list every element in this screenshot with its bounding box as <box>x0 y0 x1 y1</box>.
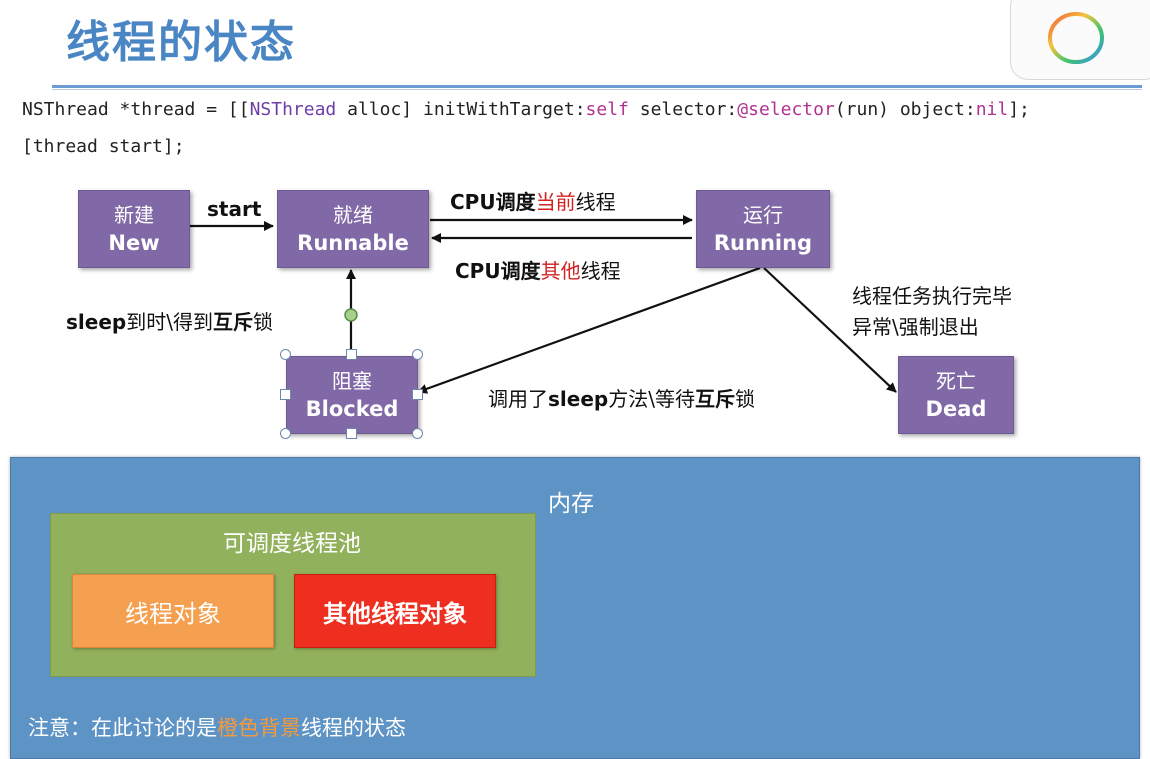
code-keyword: @selector <box>737 99 835 120</box>
other-thread-object-box: 其他线程对象 <box>294 574 496 648</box>
state-dead: 死亡 Dead <box>898 356 1014 434</box>
arrow-running-to-dead <box>763 267 897 393</box>
code-text: ]; <box>1008 99 1030 120</box>
code-keyword: self <box>585 99 629 120</box>
selection-handle[interactable] <box>412 349 423 360</box>
code-text: alloc] initWithTarget: <box>336 99 586 120</box>
state-dead-en: Dead <box>925 397 987 421</box>
label-text: 方法\等待 <box>608 387 695 411</box>
note-text: 注意：在此讨论的是橙色背景线程的状态 <box>28 712 406 742</box>
code-text: selector: <box>628 99 738 120</box>
code-line-1: NSThread *thread = [[NSThread alloc] ini… <box>22 99 1030 120</box>
label-block: 调用了sleep方法\等待互斥锁 <box>488 383 755 412</box>
label-finish-line2: 异常\强制退出 <box>852 311 979 340</box>
selection-handle[interactable] <box>412 428 423 439</box>
selection-handle[interactable] <box>280 349 291 360</box>
selection-handle[interactable] <box>280 389 291 400</box>
state-blocked[interactable]: 阻塞 Blocked <box>286 356 418 434</box>
state-new: 新建 New <box>78 190 190 268</box>
label-wake: sleep到时\得到互斥锁 <box>66 306 273 335</box>
thread-object-box: 线程对象 <box>72 574 274 648</box>
state-runnable-en: Runnable <box>297 231 409 255</box>
title-divider-secondary <box>52 89 1142 90</box>
state-runnable-cn: 就绪 <box>333 203 373 227</box>
code-text: NSThread *thread = [[ <box>22 99 250 120</box>
note-suffix: 线程的状态 <box>301 716 406 740</box>
code-text: (run) object: <box>834 99 976 120</box>
code-class: NSThread <box>249 99 337 120</box>
label-text: 锁 <box>734 387 755 411</box>
label-text: 调用了 <box>488 387 548 411</box>
label-text: CPU调度 <box>450 190 536 214</box>
state-new-en: New <box>108 231 160 255</box>
memory-title: 内存 <box>548 491 594 517</box>
note-highlight: 橙色背景 <box>217 716 301 740</box>
code-keyword: nil <box>975 99 1009 120</box>
label-text: 锁 <box>252 310 273 334</box>
code-line-2: [thread start]; <box>22 136 185 157</box>
selection-handle[interactable] <box>346 428 357 439</box>
connector-handle <box>344 308 358 322</box>
label-text: 到时\得到 <box>126 310 213 334</box>
slide-title: 线程的状态 <box>66 17 296 68</box>
label-finish-line1: 线程任务执行完毕 <box>852 280 1012 309</box>
selection-handle[interactable] <box>346 349 357 360</box>
title-divider <box>52 85 1142 88</box>
state-dead-cn: 死亡 <box>936 369 976 393</box>
label-schedule-current: CPU调度当前线程 <box>450 186 616 215</box>
label-text: 线程 <box>580 259 621 283</box>
state-running-cn: 运行 <box>743 203 783 227</box>
label-text: 互斥 <box>212 310 253 334</box>
note-prefix: 注意：在此讨论的是 <box>28 716 217 740</box>
label-highlight: 当前 <box>535 190 576 214</box>
label-start: start <box>207 197 262 221</box>
pool-title: 可调度线程池 <box>223 531 361 557</box>
label-schedule-other: CPU调度其他线程 <box>455 255 621 284</box>
label-highlight: 其他 <box>540 259 581 283</box>
state-blocked-cn: 阻塞 <box>332 369 372 393</box>
logo-ring-icon <box>1048 12 1104 64</box>
state-running: 运行 Running <box>696 190 830 268</box>
selection-handle[interactable] <box>412 389 423 400</box>
state-new-cn: 新建 <box>114 203 154 227</box>
label-text: 线程 <box>575 190 616 214</box>
label-text: sleep <box>66 310 127 334</box>
label-text: 异常\强制退出 <box>852 315 979 339</box>
label-text: CPU调度 <box>455 259 541 283</box>
label-text: 互斥 <box>694 387 735 411</box>
arrow-running-to-blocked <box>417 266 761 394</box>
state-blocked-en: Blocked <box>305 397 399 421</box>
state-arrows <box>190 215 897 394</box>
state-running-en: Running <box>713 231 813 255</box>
label-text: 线程任务执行完毕 <box>852 284 1012 308</box>
label-text: sleep <box>548 387 609 411</box>
state-runnable: 就绪 Runnable <box>277 190 429 268</box>
selection-handle[interactable] <box>280 428 291 439</box>
